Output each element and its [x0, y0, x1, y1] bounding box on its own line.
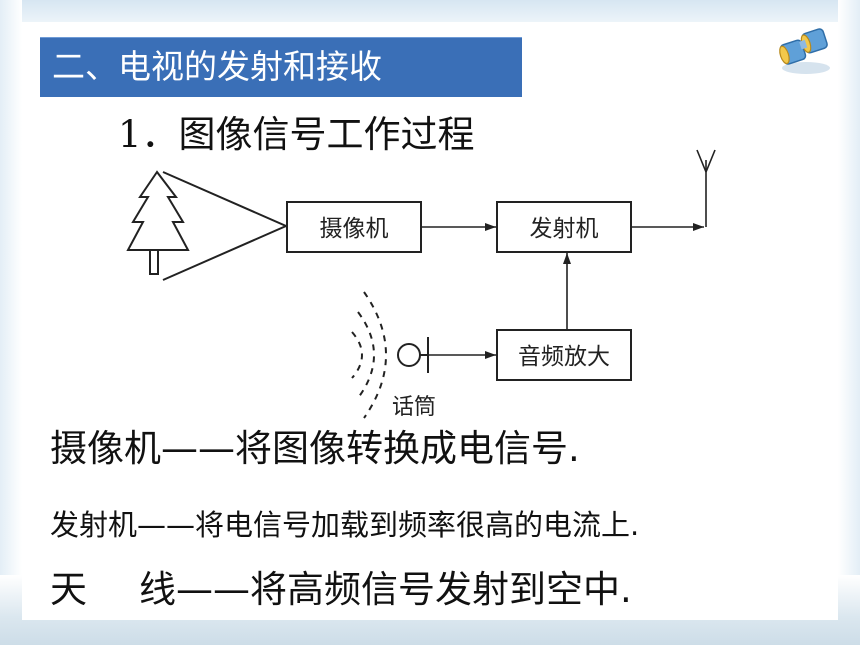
binoculars-logo-icon: [779, 28, 830, 74]
microphone-label: 话筒: [392, 395, 436, 420]
sound-waves-icon: [351, 291, 387, 419]
description-camera: 摄像机——将图像转换成电信号.: [50, 427, 580, 470]
description-transmitter: 发射机——将电信号加载到频率很高的电流上.: [50, 508, 640, 542]
slide-right-band: [838, 0, 860, 645]
tree-icon: [126, 170, 190, 275]
description-antenna-head: 天: [50, 568, 87, 611]
camera-label: 摄像机: [320, 216, 389, 242]
section-header-bar: [40, 37, 522, 97]
audio-amplifier-box: [496, 329, 632, 381]
slide-canvas: [22, 22, 838, 620]
camera-lens-cone: [162, 171, 289, 281]
slide-left-band: [0, 0, 22, 645]
audio-amplifier-label: 音频放大: [518, 344, 610, 370]
transmitter-label: 发射机: [530, 216, 599, 242]
description-antenna-tail: 线——将高频信号发射到空中.: [139, 568, 632, 611]
camera-box: [286, 201, 422, 253]
section-title: 二、电视的发射和接收: [52, 47, 382, 86]
microphone-icon: [397, 337, 429, 373]
description-antenna: 天 线——将高频信号发射到空中.: [50, 562, 632, 618]
slide-top-band: [0, 0, 860, 24]
subtitle: 1．图像信号工作过程: [118, 113, 475, 156]
antenna-icon: [696, 149, 716, 227]
